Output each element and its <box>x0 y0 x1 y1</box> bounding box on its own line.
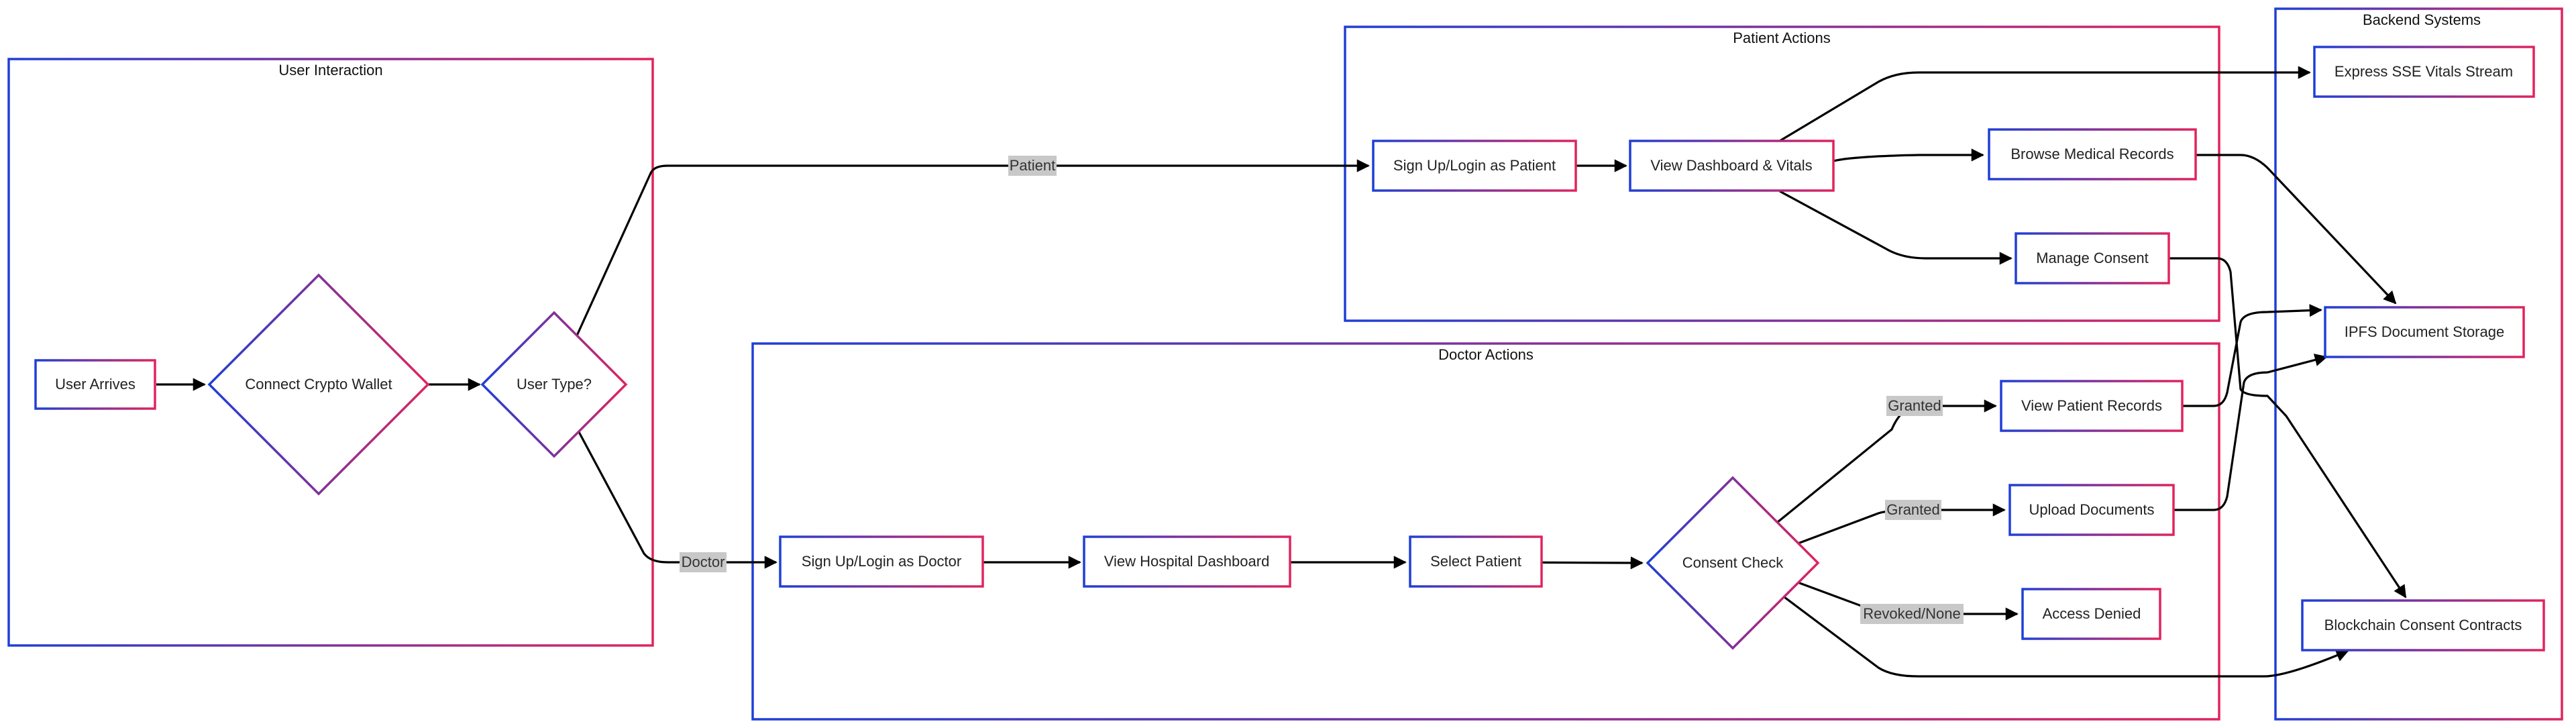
svg-text:IPFS Document Storage: IPFS Document Storage <box>2345 323 2504 340</box>
svg-text:View Dashboard & Vitals: View Dashboard & Vitals <box>1650 157 1812 174</box>
edge-view-records-to-ipfs <box>2182 304 2322 407</box>
edge-dashboard-to-sse <box>1779 66 2311 142</box>
edge-label-doctor: Doctor <box>680 552 727 572</box>
node-consent-check: Consent Check <box>1646 476 1820 650</box>
svg-text:Granted: Granted <box>1888 397 1941 414</box>
node-select-patient: Select Patient <box>1409 535 1543 588</box>
svg-text:Sign Up/Login as Patient: Sign Up/Login as Patient <box>1393 157 1556 174</box>
svg-text:Browse Medical Records: Browse Medical Records <box>2010 146 2174 162</box>
edge-usertype-to-patient <box>576 159 1370 336</box>
edge-dashboard-to-consent <box>1779 190 2012 265</box>
cluster-title-user-interaction: User Interaction <box>278 62 382 79</box>
node-upload-documents: Upload Documents <box>2008 484 2175 536</box>
svg-text:View Hospital Dashboard: View Hospital Dashboard <box>1104 553 1270 570</box>
svg-text:Granted: Granted <box>1886 501 1940 518</box>
edge-consent-to-blockchain <box>2169 257 2407 599</box>
cluster-title-patient-actions: Patient Actions <box>1733 30 1831 46</box>
edge-label-granted-view: Granted <box>1886 396 1943 416</box>
node-user-arrives: User Arrives <box>34 359 156 410</box>
node-blockchain-contracts: Blockchain Consent Contracts <box>2301 599 2545 652</box>
node-view-patient-records: View Patient Records <box>2000 380 2184 432</box>
node-access-denied: Access Denied <box>2021 588 2161 640</box>
svg-text:Manage Consent: Manage Consent <box>2036 250 2149 266</box>
cluster-patient-actions: Patient Actions <box>1344 25 2220 322</box>
svg-text:Upload Documents: Upload Documents <box>2029 501 2154 518</box>
edge-dashboard-to-browse <box>1833 148 1984 162</box>
node-ipfs-storage: IPFS Document Storage <box>2324 306 2525 358</box>
svg-text:Blockchain Consent Contracts: Blockchain Consent Contracts <box>2324 617 2522 633</box>
svg-text:Connect Crypto Wallet: Connect Crypto Wallet <box>245 376 392 393</box>
edge-upload-to-ipfs <box>2174 354 2328 511</box>
svg-text:Access Denied: Access Denied <box>2043 605 2141 622</box>
cluster-backend-systems: Backend Systems <box>2274 7 2563 721</box>
node-patient-signup: Sign Up/Login as Patient <box>1372 140 1577 192</box>
svg-text:Select Patient: Select Patient <box>1430 553 1521 570</box>
cluster-title-backend-systems: Backend Systems <box>2363 11 2481 28</box>
edge-label-patient: Patient <box>1008 156 1057 176</box>
cluster-doctor-actions: Doctor Actions <box>751 342 2220 721</box>
node-manage-consent: Manage Consent <box>2015 232 2170 284</box>
node-user-type: User Type? <box>480 311 628 458</box>
edge-browse-to-ipfs <box>2196 154 2397 305</box>
edge-usertype-to-doctor <box>577 430 777 569</box>
node-view-dashboard: View Dashboard & Vitals <box>1629 140 1835 192</box>
svg-text:View Patient Records: View Patient Records <box>2021 397 2162 414</box>
node-sse-stream: Express SSE Vitals Stream <box>2313 46 2535 98</box>
node-hospital-dashboard: View Hospital Dashboard <box>1083 535 1291 588</box>
edge-label-revoked: Revoked/None <box>1860 604 1964 624</box>
svg-text:Consent Check: Consent Check <box>1682 554 1784 571</box>
cluster-title-doctor-actions: Doctor Actions <box>1438 346 1534 363</box>
svg-text:Express SSE Vitals Stream: Express SSE Vitals Stream <box>2334 63 2513 80</box>
svg-text:Sign Up/Login as Doctor: Sign Up/Login as Doctor <box>802 553 961 570</box>
svg-text:Patient: Patient <box>1010 157 1056 174</box>
svg-text:Revoked/None: Revoked/None <box>1863 605 1961 622</box>
node-connect-wallet: Connect Crypto Wallet <box>207 273 430 496</box>
edge-label-granted-upload: Granted <box>1885 500 1941 520</box>
svg-text:User Arrives: User Arrives <box>55 376 136 393</box>
node-browse-records: Browse Medical Records <box>1988 128 2197 180</box>
node-doctor-signup: Sign Up/Login as Doctor <box>779 535 984 588</box>
cluster-user-interaction: User Interaction <box>7 58 654 647</box>
svg-text:Doctor: Doctor <box>682 554 725 570</box>
svg-text:User Type?: User Type? <box>517 376 592 393</box>
edge-check-to-blockchain <box>1784 596 2349 678</box>
